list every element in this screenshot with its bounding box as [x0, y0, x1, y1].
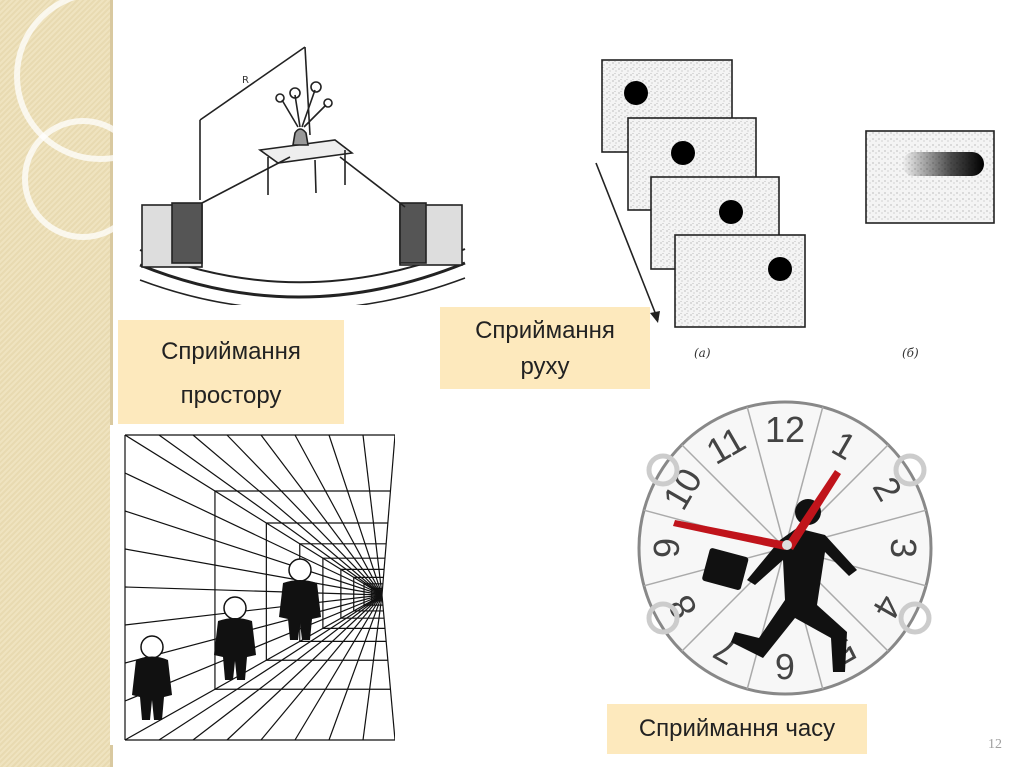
corridor-line — [226, 434, 383, 596]
corridor-illusion-illustration — [110, 425, 395, 745]
clock-number: 6 — [775, 646, 795, 687]
clock-hand-hour — [785, 470, 841, 550]
label-time-perception: Сприймання часу — [607, 704, 867, 754]
label-space-perception: Сприймання простору — [118, 320, 344, 424]
corridor-line — [260, 594, 383, 741]
corridor-line — [294, 434, 383, 596]
clock-number: 12 — [765, 409, 805, 450]
corridor-line — [124, 472, 383, 596]
motion-frames-illustration — [595, 59, 806, 328]
corridor-line — [328, 594, 383, 741]
corridor-line — [158, 434, 383, 596]
corridor-line — [362, 434, 383, 596]
caption-a-text: (а) — [694, 346, 711, 360]
label-space-line2: простору — [180, 382, 282, 409]
label-motion-perception: Сприймання руху — [440, 307, 650, 389]
clock-number: 3 — [883, 538, 924, 558]
clock-divider — [746, 406, 786, 549]
label-space-line1: Сприймання — [161, 338, 301, 365]
corridor-line — [124, 594, 383, 741]
corridor-line — [124, 548, 383, 596]
corridor-line — [192, 434, 383, 596]
motion-blur-illustration — [865, 130, 995, 224]
corridor-line — [124, 586, 383, 596]
figures — [132, 558, 321, 720]
decor-ring-mid — [22, 118, 144, 240]
sidebar-edge — [110, 0, 113, 767]
corridor-line — [381, 434, 395, 596]
space-apparatus-illustration: R — [139, 46, 466, 305]
label-motion-line1: Сприймання — [475, 317, 615, 344]
corridor-line — [260, 434, 383, 596]
clock-divider — [746, 547, 786, 690]
corridor-line — [294, 594, 383, 741]
corridor-line — [381, 594, 395, 741]
page-number: 12 — [988, 737, 1002, 752]
caption-b-text: (б) — [902, 346, 919, 360]
corridor-line — [124, 594, 383, 626]
corridor-line — [362, 594, 383, 741]
corridor-line — [158, 594, 383, 741]
corridor-line — [124, 510, 383, 596]
clock-divider — [681, 444, 786, 549]
clock-divider — [784, 406, 824, 549]
corridor-line — [192, 594, 383, 741]
corridor-line — [226, 594, 383, 741]
corridor-line — [328, 434, 383, 596]
corridor-line — [124, 594, 383, 664]
clock-illustration: 121234567891011 — [637, 400, 933, 696]
svg-text:R: R — [242, 75, 249, 86]
label-motion-line2: руху — [520, 353, 570, 380]
clock-number: 9 — [646, 538, 687, 558]
running-man-silhouette — [702, 499, 857, 672]
corridor-line — [124, 434, 383, 596]
clock-hand-minute — [673, 520, 787, 550]
